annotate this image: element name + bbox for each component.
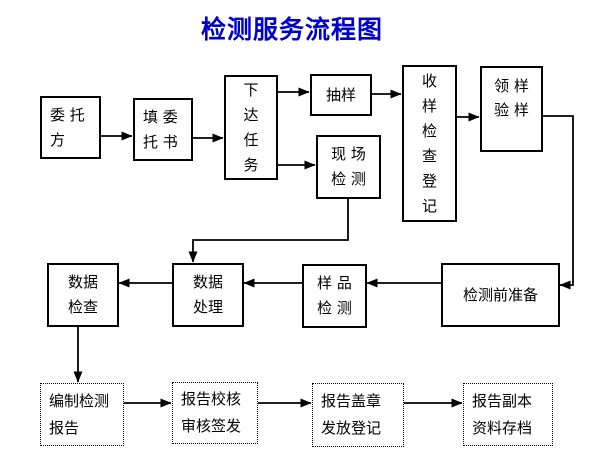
node-label-line: 检 bbox=[421, 121, 437, 140]
node-label-line: 务 bbox=[243, 155, 259, 174]
node-label-line: 样 bbox=[421, 96, 437, 115]
node-sample-receipt: 收 样 检 查 登 记 bbox=[402, 65, 457, 222]
node-label-line: 任 bbox=[243, 130, 259, 149]
node-label-line: 发放登记 bbox=[321, 419, 382, 437]
node-sample-pickup: 领 样 验 样 bbox=[480, 66, 543, 152]
node-sample-testing: 样 品 检 测 bbox=[302, 264, 367, 328]
node-label-line: 抽样 bbox=[325, 85, 356, 104]
node-label-line: 报告盖章 bbox=[321, 392, 382, 410]
node-label-line: 方 bbox=[50, 130, 66, 149]
node-onsite-testing: 现 场 检 测 bbox=[316, 135, 381, 199]
node-label-line: 下 bbox=[243, 80, 259, 99]
node-label-line: 记 bbox=[421, 196, 437, 215]
node-label-line: 登 bbox=[421, 171, 437, 190]
node-label-line: 报告 bbox=[49, 418, 80, 437]
arrow-pickup-to-prep bbox=[543, 115, 574, 290]
node-label-line: 达 bbox=[243, 105, 259, 124]
node-label-line: 现 场 bbox=[331, 145, 366, 163]
node-client: 委 托 方 bbox=[40, 96, 101, 159]
node-label-line: 样 品 bbox=[317, 274, 352, 292]
node-label-line: 验 样 bbox=[494, 101, 529, 119]
node-label-line: 数据 bbox=[192, 273, 223, 291]
arrow-onsite-to-data-processing bbox=[188, 199, 349, 263]
node-report-review: 报告校核 审核签发 bbox=[172, 382, 258, 444]
node-label-line: 数据 bbox=[67, 273, 98, 291]
node-label-line: 检查 bbox=[67, 298, 98, 316]
node-label-line: 处理 bbox=[192, 298, 223, 316]
node-label-line: 查 bbox=[421, 146, 437, 165]
node-label-line: 检 测 bbox=[317, 299, 352, 317]
node-label-line: 委 托 bbox=[50, 105, 85, 124]
node-label-line: 收 bbox=[421, 71, 437, 90]
node-sampling: 抽样 bbox=[310, 74, 372, 116]
node-label-line: 检测前准备 bbox=[462, 285, 538, 304]
node-label-line: 资料存档 bbox=[472, 418, 533, 437]
node-assign-task: 下 达 任 务 bbox=[224, 75, 278, 180]
node-report-compile: 编制检测 报告 bbox=[40, 383, 124, 446]
node-label-line: 报告副本 bbox=[472, 391, 533, 410]
node-data-processing: 数据 处理 bbox=[172, 263, 244, 327]
diagram-title: 检测服务流程图 bbox=[200, 15, 383, 44]
node-report-seal: 报告盖章 发放登记 bbox=[312, 383, 404, 447]
node-label-line: 审核签发 bbox=[181, 417, 242, 435]
node-pre-test-prep: 检测前准备 bbox=[441, 263, 560, 327]
node-label-line: 领 样 bbox=[494, 77, 529, 95]
node-fill-form: 填 委 托 书 bbox=[133, 98, 193, 161]
node-label-line: 检 测 bbox=[331, 170, 366, 188]
node-label-line: 托 书 bbox=[143, 132, 178, 151]
node-label-line: 编制检测 bbox=[49, 391, 110, 410]
node-report-archive: 报告副本 资料存档 bbox=[463, 383, 553, 446]
node-label-line: 填 委 bbox=[143, 107, 178, 126]
node-label-line: 报告校核 bbox=[181, 390, 242, 408]
node-data-check: 数据 检查 bbox=[47, 263, 119, 327]
